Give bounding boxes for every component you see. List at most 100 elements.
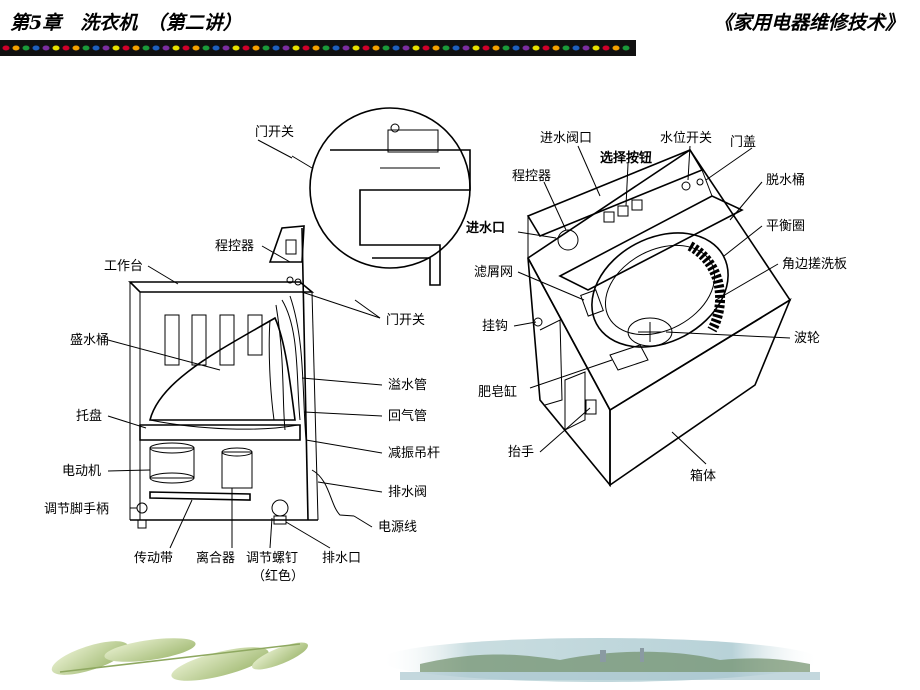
label-adjust-screw-note: （红色） [252, 568, 304, 584]
rule-dot [402, 45, 410, 51]
rule-dot [162, 45, 170, 51]
rule-dot [52, 45, 60, 51]
label-corner-washboard: 角边搓洗板 [782, 256, 847, 272]
label-program-controller-right: 程控器 [512, 169, 551, 184]
rule-dot [412, 45, 420, 51]
chapter-title: 第5章 洗衣机 （第二讲） [10, 12, 242, 34]
rule-dot [232, 45, 240, 51]
label-adjust-screw: 调节螺钉 [246, 551, 298, 566]
label-drive-belt: 传动带 [134, 551, 173, 566]
label-worktable: 工作台 [104, 259, 143, 274]
rule-dot [422, 45, 430, 51]
label-power-cord: 电源线 [378, 520, 417, 535]
rule-dot [602, 45, 610, 51]
rule-dot [452, 45, 460, 51]
rule-dot [132, 45, 140, 51]
rule-dot [222, 45, 230, 51]
rule-dot [332, 45, 340, 51]
rule-dot [392, 45, 400, 51]
rule-dot [582, 45, 590, 51]
label-damping-rod: 减振吊杆 [388, 446, 440, 461]
label-door-switch: 门开关 [386, 313, 425, 328]
rule-dot [322, 45, 330, 51]
footer-landscape-decoration [51, 638, 820, 682]
label-soap-box: 肥皂缸 [478, 384, 517, 400]
header-decorative-rule [0, 40, 636, 56]
label-door-cover: 门盖 [730, 135, 756, 150]
rule-dot [182, 45, 190, 51]
rule-dot [442, 45, 450, 51]
label-water-tub: 盛水桶 [70, 333, 109, 348]
label-spin-tub: 脱水桶 [766, 173, 805, 188]
label-inlet-valve-port: 进水阀口 [540, 131, 592, 146]
rule-dot [192, 45, 200, 51]
label-program-controller-left: 程控器 [215, 239, 254, 254]
rule-dot [292, 45, 300, 51]
rule-dot [542, 45, 550, 51]
rule-dot [622, 45, 630, 51]
label-lint-filter: 滤屑网 [474, 265, 513, 280]
label-balance-ring: 平衡圈 [766, 219, 805, 234]
rule-dot [362, 45, 370, 51]
left-leader-lines [107, 139, 383, 549]
rule-dot [492, 45, 500, 51]
rule-dot [112, 45, 120, 51]
rule-dot [482, 45, 490, 51]
rule-dot [152, 45, 160, 51]
rule-dot [282, 45, 290, 51]
rule-dot [32, 45, 40, 51]
right-leader-lines [513, 145, 791, 465]
rule-dot [562, 45, 570, 51]
rule-dot [592, 45, 600, 51]
rule-dot [272, 45, 280, 51]
label-door-switch-top: 门开关 [255, 125, 294, 140]
rule-dot [242, 45, 250, 51]
rule-dot [172, 45, 180, 51]
rule-dot [502, 45, 510, 51]
rule-dot [212, 45, 220, 51]
label-return-air-pipe: 回气管 [388, 408, 427, 424]
label-hook: 挂钩 [482, 319, 508, 334]
rule-dot [342, 45, 350, 51]
rule-dot [312, 45, 320, 51]
rule-dot [72, 45, 80, 51]
rule-dot [382, 45, 390, 51]
label-tray: 托盘 [76, 408, 102, 424]
book-title: 《家用电器维修技术》 [713, 12, 904, 34]
rule-dot [302, 45, 310, 51]
left-machine-drawing [128, 107, 471, 529]
label-cabinet: 箱体 [690, 468, 716, 484]
rule-dot [572, 45, 580, 51]
rule-dot [12, 45, 20, 51]
rule-dot [62, 45, 70, 51]
label-motor: 电动机 [62, 464, 101, 479]
label-overflow-pipe: 溢水管 [388, 378, 427, 393]
rule-dot [82, 45, 90, 51]
rule-dot [532, 45, 540, 51]
label-adjust-foot-handle: 调节脚手柄 [44, 501, 109, 517]
rule-dot [462, 45, 470, 51]
rule-dot [432, 45, 440, 51]
rule-dot [472, 45, 480, 51]
rule-dot [372, 45, 380, 51]
label-handle: 抬手 [508, 445, 534, 460]
left-labels: 门开关 程控器 工作台 门开关 盛水桶 托盘 电动机 调节脚手柄 溢水管 回气管… [44, 125, 440, 584]
label-water-level-switch: 水位开关 [660, 131, 712, 146]
rule-dot [262, 45, 270, 51]
label-select-button: 选择按钮 [600, 150, 652, 166]
rule-dot [522, 45, 530, 51]
label-clutch: 离合器 [196, 550, 235, 566]
rule-dot [202, 45, 210, 51]
rule-dot [102, 45, 110, 51]
rule-dot [142, 45, 150, 51]
rule-dot [352, 45, 360, 51]
rule-dot [512, 45, 520, 51]
rule-dot [22, 45, 30, 51]
right-machine-drawing [526, 148, 792, 488]
right-labels: 进水阀口 水位开关 门盖 选择按钮 程控器 脱水桶 进水口 平衡圈 滤屑网 角边… [466, 131, 847, 484]
label-water-inlet: 进水口 [466, 220, 505, 236]
label-drain-outlet: 排水口 [322, 551, 361, 566]
rule-dot [552, 45, 560, 51]
rule-dot [252, 45, 260, 51]
rule-dot [612, 45, 620, 51]
